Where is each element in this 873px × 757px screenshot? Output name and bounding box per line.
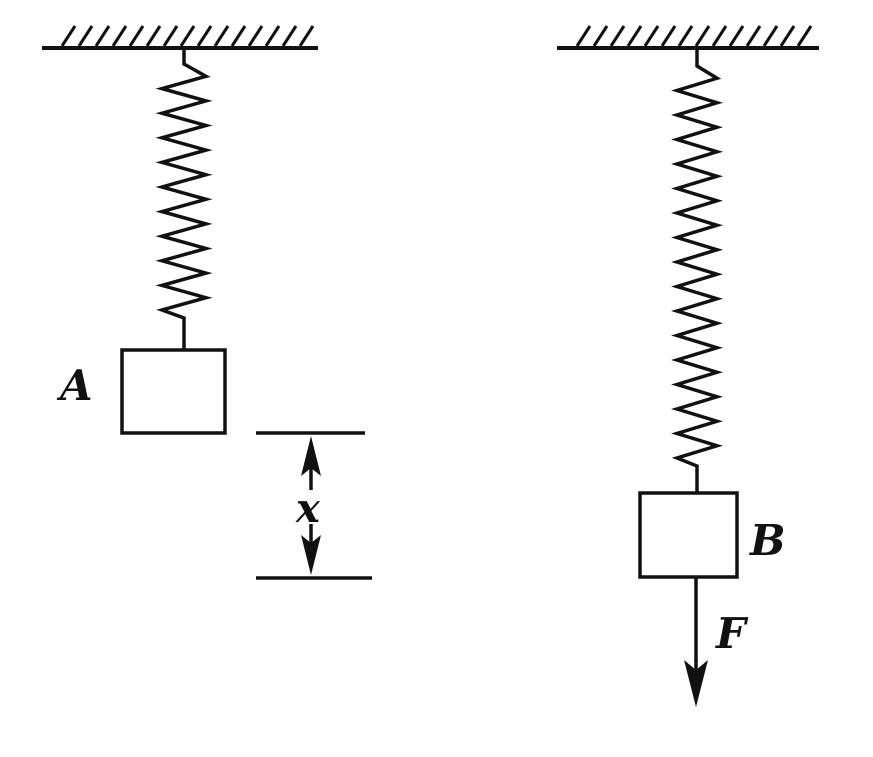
ceiling-hatch-line xyxy=(162,25,179,47)
ceiling-hatch-line xyxy=(94,25,111,47)
ceiling-hatch-line xyxy=(77,25,94,47)
left-system: A x xyxy=(42,25,372,580)
ceiling-hatch-line xyxy=(575,25,592,47)
spring-a xyxy=(155,48,213,350)
ceiling-hatch-line xyxy=(711,25,728,47)
ceiling-hatch-line xyxy=(745,25,762,47)
ceiling-hatch-line xyxy=(694,25,711,47)
arrow-down-icon xyxy=(301,535,321,575)
ceiling-hatch-line xyxy=(728,25,745,47)
ceiling-hatch-line xyxy=(213,25,230,47)
ceiling-hatch-line xyxy=(281,25,298,47)
ceiling-hatch-line xyxy=(677,25,694,47)
ceiling-hatch-line xyxy=(179,25,196,47)
ceiling-hatch-line xyxy=(592,25,609,47)
ceiling-right xyxy=(557,25,819,50)
ceiling-hatch-line xyxy=(626,25,643,47)
ceiling-hatch-line xyxy=(762,25,779,47)
ceiling-hatch-line xyxy=(264,25,281,47)
label-force: F xyxy=(715,609,749,658)
label-displacement: x xyxy=(295,485,321,532)
label-block-b: B xyxy=(749,516,786,565)
ceiling-left xyxy=(42,25,318,50)
ceiling-hatch-line xyxy=(609,25,626,47)
ceiling-hatch-line xyxy=(230,25,247,47)
arrow-up-icon xyxy=(301,436,321,476)
block-b xyxy=(638,491,739,579)
ceiling-hatch-line xyxy=(128,25,145,47)
right-system: B F xyxy=(557,25,819,707)
ceiling-hatch-line xyxy=(643,25,660,47)
ceiling-hatch-line xyxy=(60,25,77,47)
spring-b xyxy=(671,48,723,493)
ceiling-hatch-line xyxy=(660,25,677,47)
block-a xyxy=(120,348,227,435)
ceiling-hatch-line xyxy=(196,25,213,47)
ceiling-hatch-line xyxy=(779,25,796,47)
label-block-a: A xyxy=(56,361,93,410)
ceiling-hatch-line xyxy=(145,25,162,47)
ceiling-hatch-line xyxy=(298,25,315,47)
displacement-indicator: x xyxy=(256,431,372,580)
ceiling-hatch-line xyxy=(796,25,813,47)
ceiling-hatch-line xyxy=(111,25,128,47)
force-arrow-head-icon xyxy=(684,660,708,707)
ceiling-hatch-line xyxy=(247,25,264,47)
force-arrow xyxy=(684,577,708,707)
